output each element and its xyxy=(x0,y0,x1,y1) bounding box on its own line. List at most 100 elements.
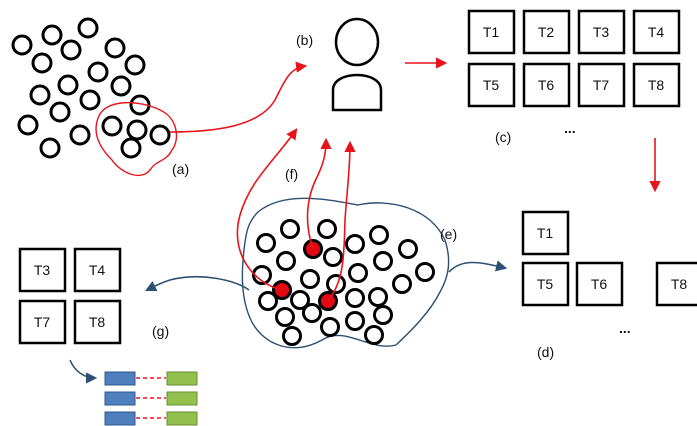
worker-circle xyxy=(126,119,148,141)
arrow-f-1 xyxy=(236,128,298,291)
task-label: T3 xyxy=(34,262,51,278)
arrow-f-2 xyxy=(306,137,332,250)
arrow-f-3 xyxy=(327,140,356,302)
task-box xyxy=(632,9,681,55)
worker-circle xyxy=(29,84,51,106)
person-icon xyxy=(331,17,383,112)
worker-circle xyxy=(60,39,82,61)
worker-circle xyxy=(282,326,302,346)
worker-circle xyxy=(290,290,310,310)
worker-circle xyxy=(69,124,91,146)
selection-outline-a xyxy=(95,101,178,176)
match-left-block xyxy=(104,371,136,386)
task-label: T8 xyxy=(648,77,665,93)
worker-circle xyxy=(345,311,365,331)
worker-circle xyxy=(326,274,346,294)
worker-circle xyxy=(17,114,39,136)
task-box xyxy=(73,299,122,345)
task-box xyxy=(467,62,516,108)
worker-circle xyxy=(77,17,99,39)
match-right-block xyxy=(166,391,198,406)
worker-circle xyxy=(348,263,368,283)
worker-circle xyxy=(280,219,300,239)
worker-circle xyxy=(57,74,79,96)
task-box xyxy=(522,9,571,55)
worker-circle xyxy=(317,219,337,239)
worker-circle xyxy=(124,54,146,76)
task-label: T7 xyxy=(593,77,610,93)
worker-circle xyxy=(415,262,435,282)
label-a: (a) xyxy=(172,161,189,177)
worker-circle xyxy=(79,89,101,111)
worker-circle xyxy=(302,303,322,323)
worker-pool-a xyxy=(11,17,171,159)
match-right-block xyxy=(166,411,198,426)
arrow-e-to-d xyxy=(448,260,508,273)
task-set-d: T1 T5 T6 T8 ... xyxy=(521,210,697,336)
task-label: T8 xyxy=(671,276,688,292)
task-box xyxy=(521,210,570,256)
label-g: (g) xyxy=(152,323,169,339)
task-box xyxy=(521,261,570,307)
worker-circle xyxy=(87,61,109,83)
label-b: (b) xyxy=(296,32,313,48)
cluster-outline-e xyxy=(241,197,450,349)
task-box xyxy=(577,9,626,55)
task-label: T6 xyxy=(591,276,608,292)
worker-circle xyxy=(369,225,389,245)
worker-circle xyxy=(368,287,388,307)
worker-circle xyxy=(398,239,418,259)
worker-circle xyxy=(101,115,123,137)
match-left-block xyxy=(104,391,136,406)
worker-circle xyxy=(320,317,340,337)
match-left-block xyxy=(104,411,136,426)
worker-circle xyxy=(149,124,171,146)
worker-pool-e xyxy=(252,219,435,346)
worker-circle xyxy=(49,101,71,123)
task-label: T1 xyxy=(483,24,500,40)
worker-circle xyxy=(373,305,393,325)
worker-circle xyxy=(104,37,126,59)
worker-circle xyxy=(256,233,276,253)
task-grid-c: T1 T2 T3 T4 T5 T6 T7 T8 ... xyxy=(467,9,681,136)
task-box xyxy=(575,261,624,307)
task-label: T5 xyxy=(483,77,500,93)
task-set-g: T3 T4 T7 T8 xyxy=(18,247,122,345)
worker-circle xyxy=(392,274,412,294)
task-label: T1 xyxy=(537,225,554,241)
task-label: T5 xyxy=(537,276,554,292)
worker-circle xyxy=(258,291,278,311)
task-label: T2 xyxy=(538,24,555,40)
worker-circle xyxy=(120,137,142,159)
task-label: T3 xyxy=(593,24,610,40)
label-c: (c) xyxy=(495,129,511,145)
arrow-e-to-g xyxy=(144,275,250,292)
arrow-a-to-b xyxy=(169,61,308,133)
worker-circle xyxy=(345,234,365,254)
task-label: T4 xyxy=(89,262,106,278)
task-box xyxy=(467,9,516,55)
worker-circle xyxy=(252,265,272,285)
task-box xyxy=(18,247,67,293)
worker-circle xyxy=(110,75,132,97)
label-d: (d) xyxy=(537,344,554,360)
task-label: T6 xyxy=(538,77,555,93)
matching-pairs xyxy=(104,371,198,426)
worker-circle xyxy=(364,325,384,345)
task-box xyxy=(73,247,122,293)
ellipsis-d: ... xyxy=(619,320,631,336)
task-label: T7 xyxy=(34,314,51,330)
task-box xyxy=(577,62,626,108)
worker-circle xyxy=(31,52,53,74)
task-box xyxy=(632,62,681,108)
worker-circle xyxy=(300,269,320,289)
task-label: T4 xyxy=(648,24,665,40)
task-label: T8 xyxy=(89,314,106,330)
worker-circle xyxy=(345,288,365,308)
worker-circle xyxy=(373,251,393,271)
label-e: (e) xyxy=(440,226,457,242)
worker-circle xyxy=(275,307,295,327)
worker-circle xyxy=(41,24,63,46)
match-right-block xyxy=(166,371,198,386)
arrow-g-to-matching xyxy=(69,359,98,384)
